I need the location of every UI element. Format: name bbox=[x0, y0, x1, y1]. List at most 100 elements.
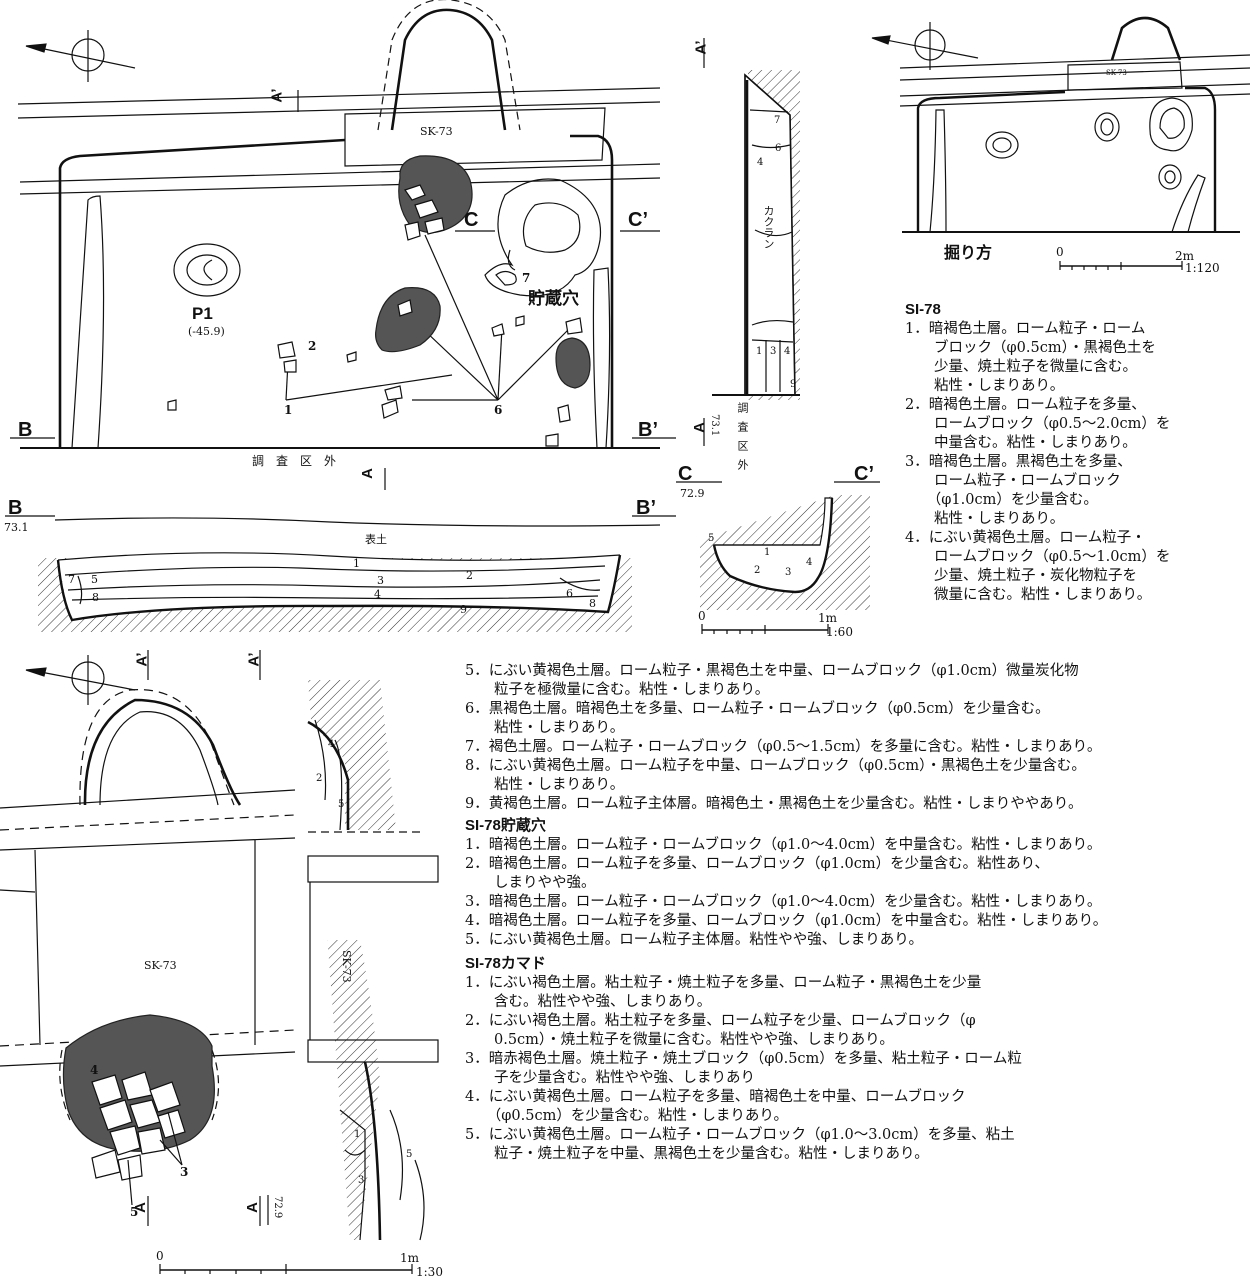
section-c-label: C bbox=[464, 209, 479, 231]
horikata-label: 掘り方 bbox=[944, 245, 993, 262]
legend-line: 6．黒褐色土層。暗褐色土を多量、ローム粒子・ロームブロック（φ0.5cm）を少量… bbox=[465, 701, 1050, 717]
legend-line: （φ1.0cm）を少量含む。 bbox=[905, 492, 1098, 508]
kamado-section bbox=[267, 680, 440, 1241]
b-layer-1: 1 bbox=[353, 557, 360, 570]
kamado-ap-label: A’ bbox=[133, 652, 151, 667]
horikata-plan bbox=[871, 16, 1251, 233]
legend-line: 粘性・しまりあり。 bbox=[905, 378, 1065, 394]
section-a-label: A bbox=[358, 468, 376, 479]
b-layer-6: 6 bbox=[566, 587, 573, 600]
legend-line: 微量に含む。粘性・しまりあり。 bbox=[905, 587, 1152, 603]
scale-30-max: 1m bbox=[400, 1251, 420, 1265]
legend-line: 少量、焼土粒子を微量に含む。 bbox=[905, 359, 1137, 375]
legend-line: 1．暗褐色土層。ローム粒子・ローム bbox=[905, 321, 1146, 337]
scale-60-zero: 0 bbox=[698, 609, 706, 623]
legend-line: 4．暗褐色土層。ローム粒子を多量、ロームブロック（φ1.0cm）を中量含む。粘性… bbox=[465, 913, 1108, 929]
kamado-sk73-label: SK-73 bbox=[144, 959, 177, 972]
legend-line: 5．にぶい黄褐色土層。ローム粒子主体層。粘性やや強、しまりあり。 bbox=[465, 932, 923, 948]
legend-line: 2．にぶい褐色土層。粘土粒子を多量、ローム粒子を少量、ロームブロック（φ bbox=[465, 1013, 976, 1029]
scale-60-max: 1m bbox=[818, 611, 838, 625]
a-layer-6: 6 bbox=[775, 143, 782, 154]
legend-line: 3．暗赤褐色土層。焼土粒子・焼土ブロック（φ0.5cm）を多量、粘土粒子・ローム… bbox=[465, 1051, 1022, 1067]
legend-line: 4．にぶい黄褐色土層。ローム粒子・ bbox=[905, 530, 1146, 546]
a-layer-4b: 4 bbox=[784, 346, 791, 357]
fragment-2: 2 bbox=[308, 339, 317, 353]
si78-title: SI-78 bbox=[905, 301, 941, 318]
legend-line: 7．褐色土層。ローム粒子・ロームブロック（φ0.5～1.5cm）を多量に含む。粘… bbox=[465, 739, 1102, 755]
section-bp-label: B’ bbox=[638, 419, 658, 441]
si78-legend-continued: 5．にぶい黄褐色土層。ローム粒子・黒褐色土を中量、ロームブロック（φ1.0cm）… bbox=[465, 662, 1101, 814]
legend-line: 粘性・しまりあり。 bbox=[465, 720, 625, 736]
section-a-bottom-label: A bbox=[690, 422, 708, 433]
fragment-6: 6 bbox=[494, 403, 503, 417]
scale-30-zero: 0 bbox=[156, 1249, 164, 1263]
csec-elevation: 72.9 bbox=[680, 487, 705, 500]
kamado-sec-sk73-label: SK-73 bbox=[340, 950, 353, 983]
a-layer-7: 7 bbox=[774, 115, 781, 126]
kamado-fragment-3: 3 bbox=[180, 1165, 189, 1179]
legend-line: 4．にぶい黄褐色土層。ローム粒子を多量、暗褐色土を中量、ロームブロック bbox=[465, 1089, 966, 1105]
legend-line: 少量、焼土粒子・炭化物粒子を bbox=[905, 568, 1137, 584]
ks-layer-1: 1 bbox=[354, 1129, 361, 1140]
kamado-fragment-4: 4 bbox=[90, 1063, 99, 1077]
p1-label: P1 bbox=[192, 304, 213, 323]
b-layer-7: 7 bbox=[68, 573, 75, 586]
b-layer-9: 9 bbox=[460, 603, 467, 616]
legend-line: 子を少量含む。粘性やや強、しまりあり bbox=[465, 1070, 755, 1086]
legend-line: 1．暗褐色土層。ローム粒子・ロームブロック（φ1.0～4.0cm）を中量含む。粘… bbox=[465, 837, 1102, 853]
pit-layer-7: 7 bbox=[522, 271, 531, 285]
legend-line: 2．暗褐色土層。ローム粒子を多量、ロームブロック（φ1.0cm）を少量含む。粘性… bbox=[465, 856, 1049, 872]
c-layer-2: 2 bbox=[754, 565, 761, 576]
section-a-elevation: 73.1 bbox=[709, 414, 720, 437]
legend-line: ブロック（φ0.5cm）・黒褐色土を bbox=[905, 340, 1156, 356]
legend-line: 粘性・しまりあり。 bbox=[905, 511, 1065, 527]
c-layer-3: 3 bbox=[785, 567, 792, 578]
section-a bbox=[703, 38, 800, 446]
kamado-sec-elevation: 72.9 bbox=[272, 1196, 283, 1219]
north-arrow-icon bbox=[25, 655, 136, 705]
b-layer-3: 3 bbox=[377, 574, 384, 587]
b-layer-4: 4 bbox=[374, 588, 381, 601]
c-layer-1: 1 bbox=[764, 547, 771, 558]
ks-layer-3: 3 bbox=[358, 1175, 365, 1186]
ks-layer-2: 2 bbox=[316, 773, 323, 784]
legend-line: 粒子を極微量に含む。粘性・しまりあり。 bbox=[465, 682, 770, 698]
main-plan bbox=[10, 0, 676, 490]
legend-line: 粒子・焼土粒子を中量、黒褐色土を少量含む。粘性・しまりあり。 bbox=[465, 1146, 929, 1162]
legend-line: しまりやや強。 bbox=[465, 875, 596, 891]
p1-elevation: (-45.9) bbox=[188, 325, 225, 338]
outside-vertical-label: 調査区外 bbox=[736, 402, 749, 478]
legend-line: 9．黄褐色土層。ローム粒子主体層。暗褐色土・黒褐色土を少量含む。粘性・しまりやや… bbox=[465, 796, 1083, 812]
b-layer-8: 8 bbox=[92, 591, 99, 604]
chozo-legend: 1．暗褐色土層。ローム粒子・ロームブロック（φ1.0～4.0cm）を中量含む。粘… bbox=[465, 836, 1107, 950]
legend-line: 粘性・しまりあり。 bbox=[465, 777, 625, 793]
scale-120-ratio: 1:120 bbox=[1185, 261, 1220, 275]
legend-line: 3．暗褐色土層。ローム粒子・ロームブロック（φ1.0～4.0cm）を少量含む。粘… bbox=[465, 894, 1102, 910]
legend-line: （φ0.5cm）を少量含む。粘性・しまりあり。 bbox=[465, 1108, 789, 1124]
sk73-label: SK-73 bbox=[420, 125, 453, 138]
ks-layer-4: 4 bbox=[328, 739, 335, 750]
scale-60-ratio: 1:60 bbox=[826, 625, 853, 639]
scale-bar-30 bbox=[159, 1264, 413, 1274]
legend-line: 3．暗褐色土層。黒褐色土を多量、 bbox=[905, 454, 1132, 470]
north-arrow-icon bbox=[25, 30, 136, 82]
b-layer-2: 2 bbox=[466, 569, 473, 582]
fragment-1: 1 bbox=[284, 403, 293, 417]
a-layer-9: 9 bbox=[790, 379, 797, 390]
ks-layer-5: 5 bbox=[338, 799, 345, 810]
scale-120-max: 2m bbox=[1175, 249, 1195, 263]
bsec-elevation: 73.1 bbox=[4, 521, 29, 534]
legend-line: ロームブロック（φ0.5～2.0cm）を bbox=[905, 416, 1171, 432]
kamado-sec-a-label: A bbox=[243, 1202, 261, 1213]
b-layer-8b: 8 bbox=[589, 597, 596, 610]
legend-line: 含む。粘性やや強、しまりあり。 bbox=[465, 994, 712, 1010]
si78-legend: 1．暗褐色土層。ローム粒子・ローム ブロック（φ0.5cm）・黒褐色土を 少量、… bbox=[905, 320, 1170, 605]
b-layer-5: 5 bbox=[91, 573, 98, 586]
legend-line: 1．にぶい褐色土層。粘土粒子・焼土粒子を多量、ローム粒子・黒褐色土を少量 bbox=[465, 975, 982, 991]
chozo-title: SI-78貯蔵穴 bbox=[465, 817, 546, 834]
topsoil-label: 表土 bbox=[365, 533, 387, 546]
bsec-b-label: B bbox=[8, 497, 23, 519]
outside-label: 調 査 区 外 bbox=[252, 454, 337, 468]
legend-line: 5．にぶい黄褐色土層。ローム粒子・黒褐色土を中量、ロームブロック（φ1.0cm）… bbox=[465, 663, 1079, 679]
